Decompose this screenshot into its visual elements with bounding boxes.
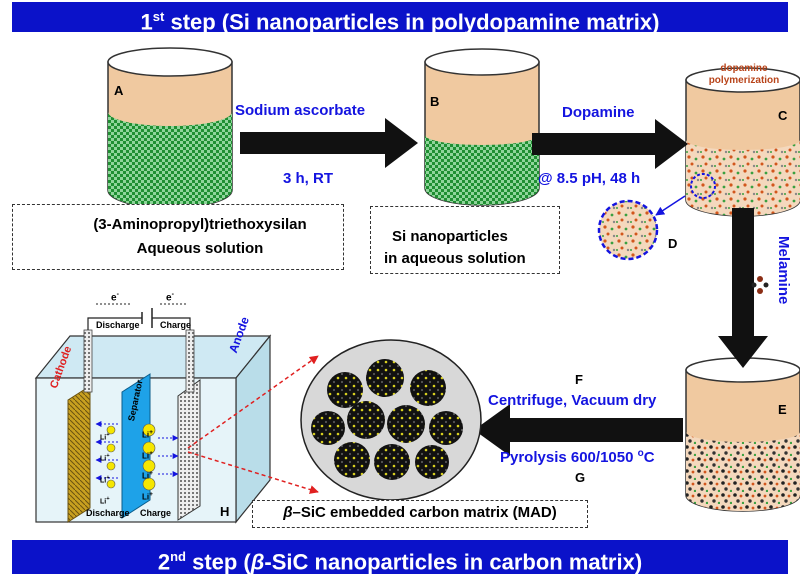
step2-ordinal: nd xyxy=(170,549,186,564)
letter-c: C xyxy=(778,108,788,123)
discharge-top-label: Discharge xyxy=(96,320,140,330)
letter-a: A xyxy=(114,83,124,98)
polymerization-line1: dopamine xyxy=(720,63,768,74)
pyrolysis-text: Pyrolysis 600/1050 xyxy=(500,449,638,466)
mad-caption-text: –SiC embedded carbon matrix (MAD) xyxy=(292,504,557,521)
label-sodium-ascorbate: Sodium ascorbate xyxy=(235,102,366,119)
charge-bottom-label: Charge xyxy=(140,508,172,518)
zoom-lines xyxy=(187,355,319,494)
label-melamine: Melamine xyxy=(775,236,792,305)
step2-beta: β xyxy=(250,549,265,575)
arrow-e-to-mad xyxy=(474,404,683,456)
polymerization-line2: polymerization xyxy=(708,75,780,86)
beaker-a xyxy=(107,47,233,209)
step2-number: 2 xyxy=(157,549,171,575)
beaker-e xyxy=(685,357,800,512)
charge-top-label: Charge xyxy=(160,320,192,330)
label-ph-time: @ 8.5 pH, 48 h xyxy=(538,170,641,187)
electron-label-left: e- xyxy=(111,291,119,303)
particle-d xyxy=(597,195,686,261)
electron-e1: e xyxy=(111,292,117,304)
polymerization-label: dopamine polymerization xyxy=(700,63,788,87)
beaker-c xyxy=(685,67,800,217)
electron-sup2: - xyxy=(171,291,174,298)
letter-b: B xyxy=(430,94,440,109)
letter-d: D xyxy=(668,236,678,251)
step2-title-start: step ( xyxy=(185,549,251,575)
electron-e2: e xyxy=(166,292,172,304)
step1-title: step (Si nanoparticles in polydopamine m… xyxy=(164,9,660,35)
degree-sup: o xyxy=(637,448,644,459)
step2-banner: 2nd step (β-SiC nanoparticles in carbon … xyxy=(12,540,788,574)
aptes-legend-line2: Aqueous solution xyxy=(136,240,264,257)
aptes-legend-line1: (3-Aminopropyl)triethoxysilan xyxy=(93,216,307,233)
step1-banner: 1st step (Si nanoparticles in polydopami… xyxy=(12,2,788,35)
step1-ordinal: st xyxy=(152,9,165,24)
arrow-c-to-e xyxy=(718,208,768,368)
label-dopamine: Dopamine xyxy=(562,104,635,121)
letter-h: H xyxy=(220,504,230,519)
letter-g: G xyxy=(575,470,586,485)
li-ion-label-right: Li+ Li+ Li+ Li+ xyxy=(142,429,153,502)
si-legend-box xyxy=(370,206,560,274)
electron-label-right: e- xyxy=(166,291,174,303)
mad-beta: β xyxy=(283,504,293,521)
arrow-b-to-c xyxy=(532,119,688,169)
aptes-legend-box xyxy=(12,204,344,270)
li-ion-label: Li+ Li+ Li+ Li+ xyxy=(100,432,110,506)
letter-e: E xyxy=(778,402,787,417)
battery-cell-diagram xyxy=(34,303,272,524)
arrow-a-to-b xyxy=(240,118,418,168)
si-legend-line1: Si nanoparticles xyxy=(392,228,508,245)
step2-title: -SiC nanoparticles in carbon matrix) xyxy=(264,549,643,575)
electron-sup1: - xyxy=(116,291,119,298)
mad-composite xyxy=(300,339,482,501)
mad-caption: β–SiC embedded carbon matrix (MAD) xyxy=(258,504,582,521)
discharge-bottom-label: Discharge xyxy=(86,508,130,518)
label-3h-rt: 3 h, RT xyxy=(283,170,334,187)
letter-f: F xyxy=(575,372,583,387)
si-legend-line2: in aqueous solution xyxy=(384,250,526,267)
label-centrifuge: Centrifuge, Vacuum dry xyxy=(488,392,657,409)
step1-number: 1 xyxy=(140,9,153,35)
mad-caption-box xyxy=(252,500,588,528)
label-pyrolysis: Pyrolysis 600/1050 oC xyxy=(500,448,655,466)
beaker-b xyxy=(424,48,540,206)
pyrolysis-unit: C xyxy=(643,449,655,466)
melamine-molecule-icon xyxy=(751,276,769,294)
